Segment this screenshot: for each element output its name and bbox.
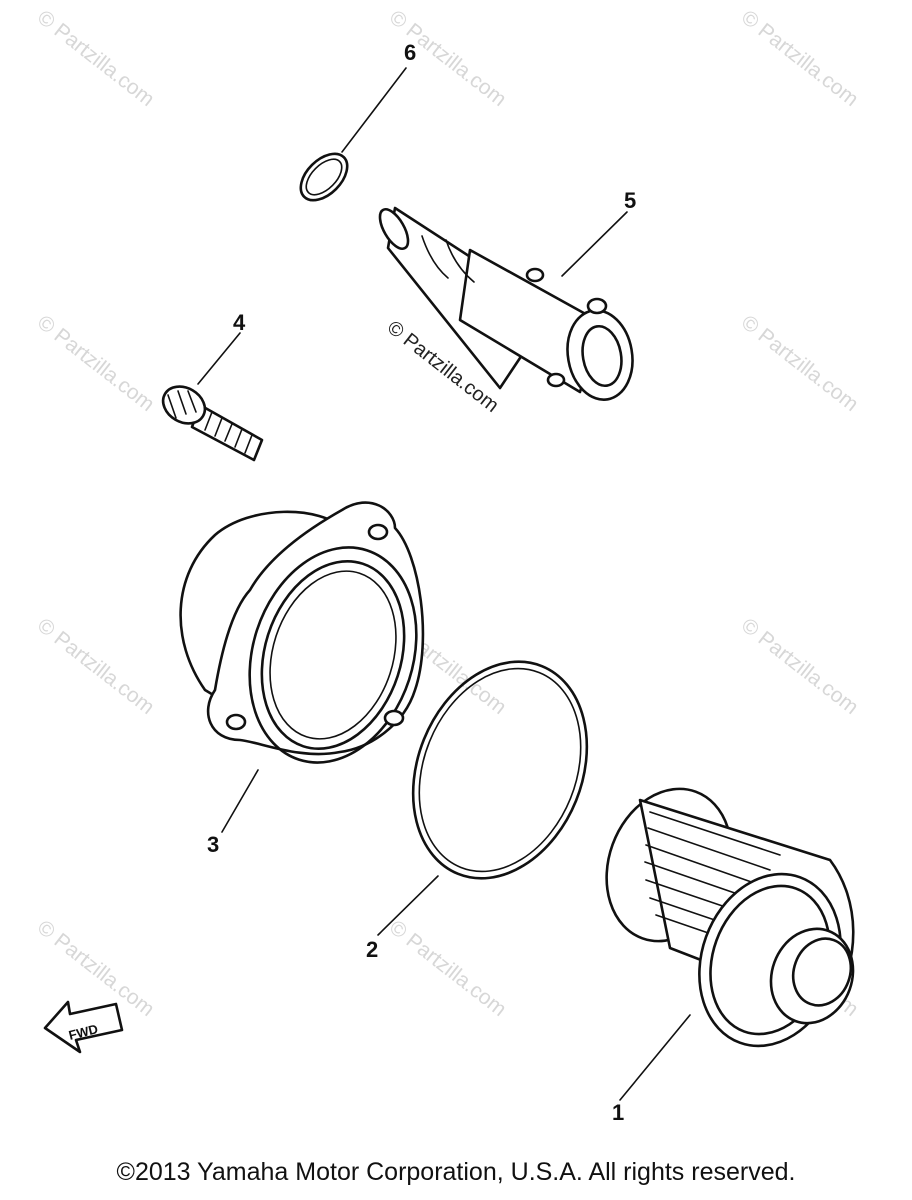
leader-lines — [197, 67, 691, 1101]
callout-1: 1 — [612, 1100, 624, 1125]
callout-2: 2 — [366, 937, 378, 962]
watermark: © Partzilla.com — [385, 916, 511, 1021]
fwd-label: FWD — [67, 1021, 99, 1043]
part-3-filter-cover — [179, 501, 425, 764]
watermark: © Partzilla.com — [737, 6, 863, 111]
callout-labels: 1 2 3 4 5 6 — [207, 40, 636, 1125]
part-5-shaft — [378, 206, 634, 401]
watermark: © Partzilla.com — [33, 916, 159, 1021]
watermark: © Partzilla.com — [737, 311, 863, 416]
copyright-notice: ©2013 Yamaha Motor Corporation, U.S.A. A… — [116, 1158, 796, 1186]
part-2-o-ring — [411, 660, 589, 880]
fwd-arrow-icon: FWD — [43, 1000, 124, 1054]
watermark: © Partzilla.com — [33, 614, 159, 719]
watermark: © Partzilla.com — [33, 6, 159, 111]
callout-6: 6 — [404, 40, 416, 65]
part-6-o-ring — [299, 152, 349, 202]
part-1-oil-filter — [605, 787, 855, 1048]
callout-3: 3 — [207, 832, 219, 857]
part-4-bolt — [161, 385, 264, 462]
watermark: © Partzilla.com — [33, 311, 159, 416]
callout-5: 5 — [624, 188, 636, 213]
callout-4: 4 — [233, 310, 246, 335]
watermark: © Partzilla.com — [737, 614, 863, 719]
